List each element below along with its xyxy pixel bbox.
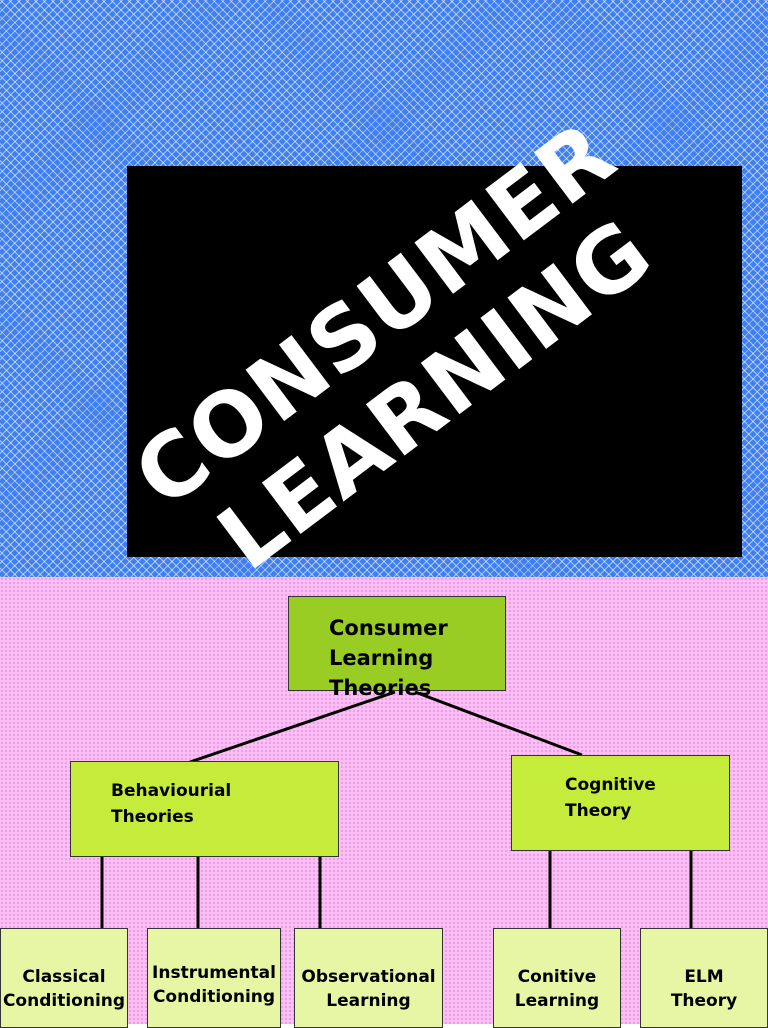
leaf-node-label: Observational Learning: [301, 967, 436, 1011]
branch-node-behaviourial-theories: Behaviourial Theories: [70, 761, 339, 857]
leaf-node-label: Classical Conditioning: [2, 967, 126, 1011]
leaf-node-classical-conditioning: Classical Conditioning: [0, 928, 128, 1028]
edge-root-behaviourial: [189, 690, 396, 764]
leaf-node-label: Conitive Learning: [514, 967, 600, 1011]
root-node-consumer-learning-theories: Consumer Learning Theories: [288, 596, 506, 700]
leaf-node-elm-theory: ELM Theory: [640, 928, 768, 1028]
title-black-panel: [127, 166, 742, 557]
branch-node-cognitive-theory: Cognitive Theory: [511, 755, 730, 851]
branch-node-label: Cognitive Theory: [565, 775, 656, 821]
root-node-label: Consumer Learning Theories: [329, 616, 448, 700]
branch-node-label: Behaviourial Theories: [111, 781, 232, 827]
leaf-node-instrumental-conditioning: Instrumental Conditioning: [147, 928, 281, 1028]
leaf-node-label: ELM Theory: [670, 967, 738, 1011]
edge-root-cognitive: [414, 690, 583, 757]
leaf-node-conitive-learning: Conitive Learning: [493, 928, 621, 1028]
leaf-node-label: Instrumental Conditioning: [152, 963, 276, 1007]
leaf-node-observational-learning: Observational Learning: [294, 928, 443, 1028]
